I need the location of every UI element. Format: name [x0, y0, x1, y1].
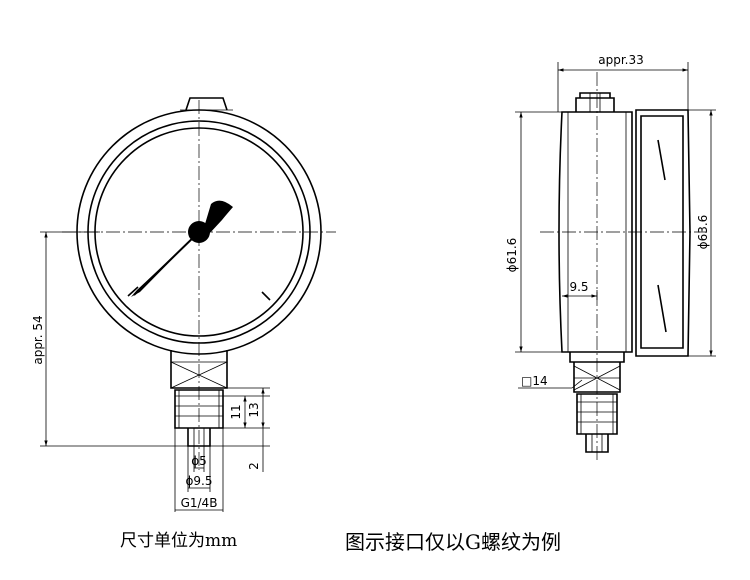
- dim-thread-size: G1/4B: [181, 496, 218, 510]
- dim-case-dia: ϕ61.6: [505, 238, 519, 273]
- front-bore-tip: [187, 428, 211, 447]
- dim-13: 13: [247, 402, 261, 417]
- side-socket: [573, 362, 621, 393]
- dim-11: 11: [229, 404, 243, 419]
- units-caption: 尺寸单位为mm: [120, 531, 238, 551]
- pointer: [131, 200, 233, 297]
- side-bezel: [635, 109, 691, 357]
- scale-end-tick: [261, 291, 271, 301]
- side-lug-nut: [579, 92, 611, 98]
- side-view: appr.33 ϕ61.6 ϕ63.6 9.5 □14: [505, 53, 716, 460]
- front-socket: [170, 350, 228, 389]
- pointer-tail: [205, 200, 233, 234]
- scale-start-tick: [127, 286, 139, 297]
- dim-bore-5: ϕ5: [191, 454, 207, 468]
- dim-depth: appr.33: [598, 53, 644, 67]
- side-bore-tip: [585, 434, 609, 453]
- front-top-lug: [185, 97, 228, 111]
- side-window: [640, 115, 684, 349]
- side-socket-flange: [569, 352, 625, 363]
- thread-note-caption: 图示接口仅以G螺纹为例: [345, 530, 561, 554]
- pointer-hub: [188, 221, 210, 243]
- dim-bore-9-5: ϕ9.5: [186, 474, 213, 488]
- front-view: appr. 54 11 13 2 ϕ5 ϕ9.5 G1/4B: [31, 97, 336, 512]
- dim-hex: □14: [521, 374, 548, 388]
- dim-offset: 9.5: [569, 280, 588, 294]
- dim-bezel-dia: ϕ63.6: [696, 215, 710, 250]
- side-thread: [576, 393, 618, 435]
- side-top-lug: [575, 97, 615, 112]
- dim-height: appr. 54: [31, 315, 45, 364]
- dim-2: 2: [247, 462, 261, 470]
